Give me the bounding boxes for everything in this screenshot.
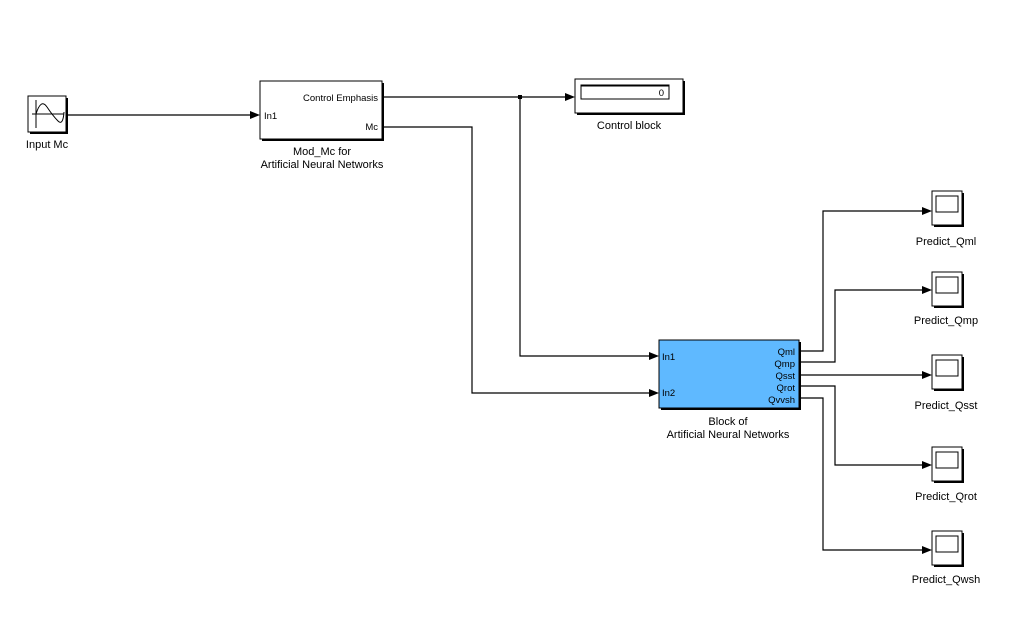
wire-mc-to-ann-in2	[382, 126, 651, 394]
wire-qvvsh-to-scope	[799, 397, 924, 551]
scope-screen-icon	[935, 195, 959, 213]
scope-screen-icon	[935, 359, 959, 377]
mod-mc-label-line1: Mod_Mc for	[293, 146, 351, 158]
wire-emphasis-to-ann-in1	[519, 97, 651, 357]
input-mc-label: Input Mc	[26, 139, 69, 151]
ann-out-qmp-port: Qmp	[774, 359, 795, 370]
scope-label-qwsh: Predict_Qwsh	[912, 574, 980, 586]
ann-in1-port: In1	[662, 352, 675, 363]
ann-out-qml-port: Qml	[778, 347, 795, 358]
ann-label-line1: Block of	[708, 416, 748, 428]
ann-in2-port: In2	[662, 388, 675, 399]
scope-predict-qrot[interactable]: Predict_Qrot	[915, 446, 977, 503]
control-display-block[interactable]: 0 Control block	[574, 78, 685, 132]
control-display-value: 0	[659, 88, 664, 99]
sine-wave-icon	[32, 100, 65, 128]
mod-mc-block[interactable]: In1 Control Emphasis Mc Mod_Mc for Artif…	[259, 80, 384, 171]
wire-qrot-to-scope	[799, 385, 924, 466]
scope-label-qsst: Predict_Qsst	[915, 400, 978, 412]
mod-mc-control-emphasis-port: Control Emphasis	[303, 93, 378, 104]
scope-label-qmp: Predict_Qmp	[914, 315, 978, 327]
wire-qml-to-scope	[799, 210, 924, 352]
scope-predict-qsst[interactable]: Predict_Qsst	[915, 354, 978, 412]
input-mc-block[interactable]: Input Mc	[26, 95, 69, 151]
ann-block[interactable]: In1 In2 Qml Qmp Qsst Qrot Qvvsh Block of…	[658, 339, 801, 441]
scope-screen-icon	[935, 451, 959, 469]
ann-out-qvvsh-port: Qvvsh	[768, 395, 795, 406]
mod-mc-mc-port: Mc	[365, 122, 378, 133]
control-block-label: Control block	[597, 120, 662, 132]
ann-out-qsst-port: Qsst	[775, 371, 795, 382]
scope-predict-qwsh[interactable]: Predict_Qwsh	[912, 530, 980, 586]
ann-out-qrot-port: Qrot	[777, 383, 796, 394]
scope-predict-qml[interactable]: Predict_Qml	[916, 190, 977, 248]
scope-predict-qmp[interactable]: Predict_Qmp	[914, 271, 978, 327]
signal-wires	[68, 93, 932, 554]
mod-mc-in1-port: In1	[264, 111, 277, 122]
wire-qmp-to-scope	[799, 289, 924, 363]
scope-label-qml: Predict_Qml	[916, 236, 977, 248]
mod-mc-label-line2: Artificial Neural Networks	[261, 159, 384, 171]
scope-screen-icon	[935, 535, 959, 553]
scope-screen-icon	[935, 276, 959, 294]
scope-label-qrot: Predict_Qrot	[915, 491, 977, 503]
ann-label-line2: Artificial Neural Networks	[667, 429, 790, 441]
